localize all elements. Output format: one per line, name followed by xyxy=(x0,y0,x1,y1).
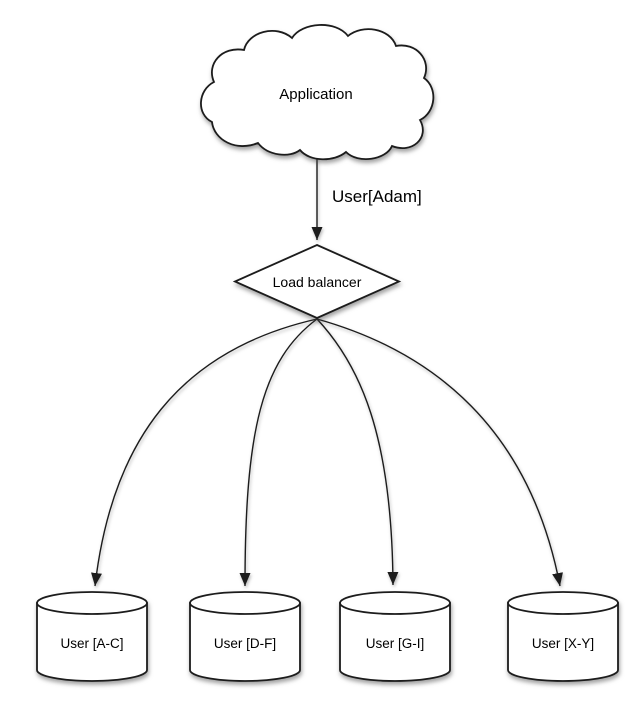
cylinder-top xyxy=(339,591,451,615)
node-application-label: Application xyxy=(279,86,352,103)
edge-load-balancer-to-shard-x-y xyxy=(316,318,563,587)
node-shard-x-y-label: User [X-Y] xyxy=(532,636,594,651)
node-load-balancer-label: Load balancer xyxy=(273,274,362,290)
node-shard-a-c: User [A-C] xyxy=(36,591,148,682)
cloud-shape xyxy=(200,24,435,161)
cylinder-body xyxy=(189,602,301,682)
edge-load-balancer-to-shard-d-f xyxy=(239,318,318,587)
cylinder-body xyxy=(507,602,619,682)
node-load-balancer: Load balancer xyxy=(232,244,402,319)
edge-load-balancer-to-shard-g-i xyxy=(316,318,399,586)
cylinder-body xyxy=(339,602,451,682)
edge-label-user-adam: User[Adam] xyxy=(332,187,422,206)
edges-group xyxy=(91,156,563,587)
node-shard-d-f-label: User [D-F] xyxy=(214,636,276,651)
node-shard-g-i-label: User [G-I] xyxy=(366,636,425,651)
cylinder-top xyxy=(507,591,619,615)
node-shard-g-i: User [G-I] xyxy=(339,591,451,682)
node-shard-d-f: User [D-F] xyxy=(189,591,301,682)
diamond-shape xyxy=(232,244,402,319)
cylinder-top xyxy=(36,591,148,615)
cylinder-top xyxy=(189,591,301,615)
cylinder-body xyxy=(36,602,148,682)
node-application: Application xyxy=(200,24,435,161)
edge-load-balancer-to-shard-a-c xyxy=(91,318,318,587)
node-shard-x-y: User [X-Y] xyxy=(507,591,619,682)
node-shard-a-c-label: User [A-C] xyxy=(60,636,123,651)
